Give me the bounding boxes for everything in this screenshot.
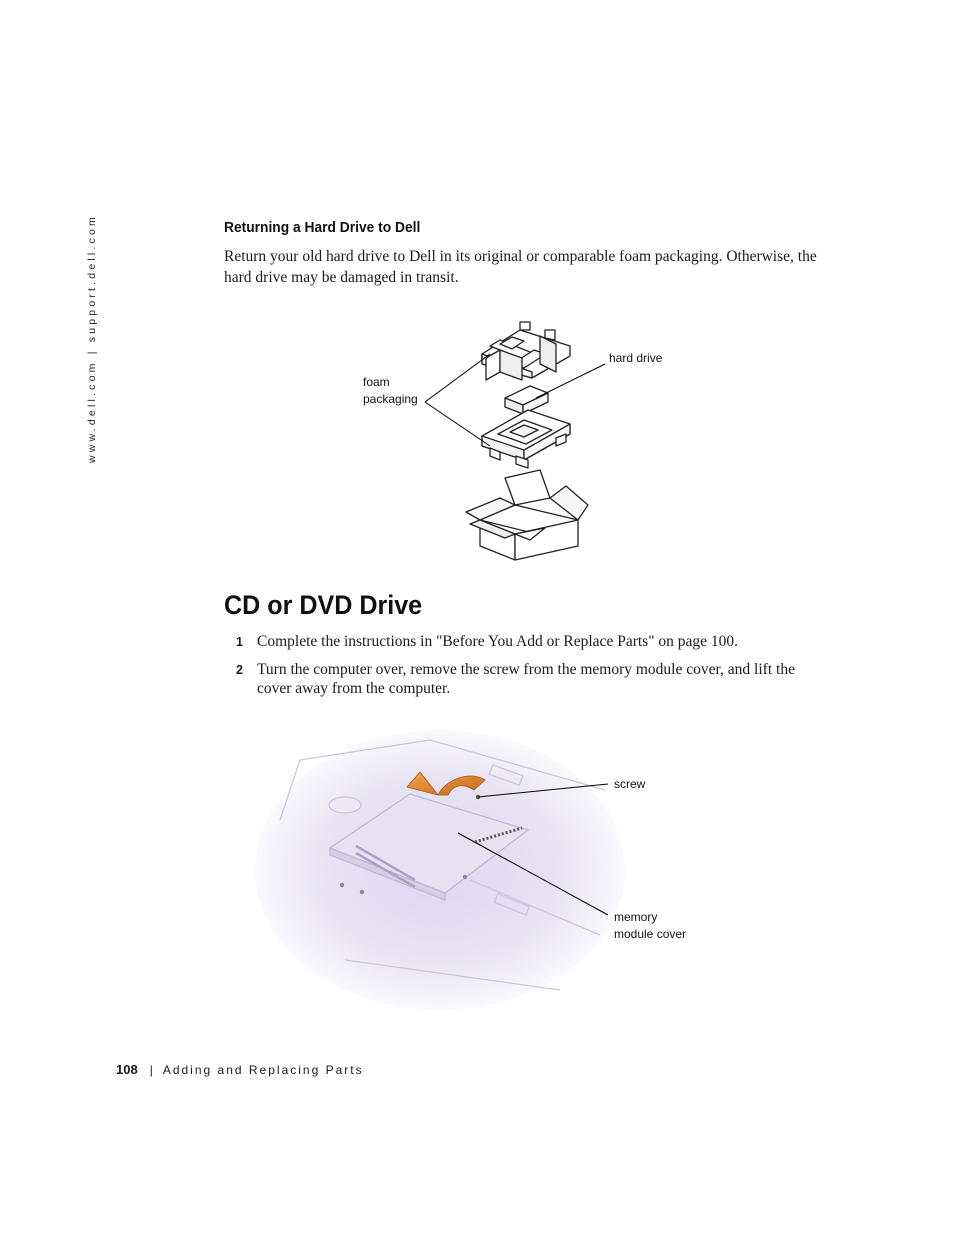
returning-paragraph: Return your old hard drive to Dell in it…: [224, 248, 817, 286]
step-number: 1: [236, 635, 243, 649]
section-heading-returning: Returning a Hard Drive to Dell: [224, 219, 421, 236]
packaging-illustration: [424, 321, 606, 561]
screw-label: screw: [614, 777, 646, 791]
memory-module-cover-label: memory module cover: [614, 910, 687, 941]
step-item: 2 Turn the computer over, remove the scr…: [236, 660, 826, 698]
memory-module-cover: [328, 793, 530, 901]
section-heading-cd-dvd: CD or DVD Drive: [224, 590, 423, 620]
step-item: 1 Complete the instructions in "Before Y…: [236, 632, 826, 652]
hard-drive: [504, 385, 549, 415]
footer-section-title: Adding and Replacing Parts: [162, 1063, 364, 1077]
step-text: Complete the instructions in "Before You…: [257, 633, 739, 650]
bottom-foam-piece: [481, 409, 571, 469]
lift-arrow: [406, 771, 486, 796]
instruction-steps: 1 Complete the instructions in "Before Y…: [236, 632, 826, 706]
page-number: 108: [116, 1062, 138, 1077]
top-foam-piece: [481, 321, 571, 381]
page-footer: 108 | Adding and Replacing Parts: [116, 1062, 364, 1077]
memory-cover-illustration: [255, 730, 625, 1010]
step-text: Turn the computer over, remove the screw…: [257, 661, 795, 697]
sidebar-url: www.dell.com | support.dell.com: [86, 214, 98, 463]
foam-packaging-label: foam packaging: [363, 375, 418, 406]
footer-separator: |: [149, 1063, 153, 1077]
step-number: 2: [236, 663, 243, 677]
hard-drive-label: hard drive: [609, 351, 663, 365]
cardboard-box: [465, 469, 589, 561]
